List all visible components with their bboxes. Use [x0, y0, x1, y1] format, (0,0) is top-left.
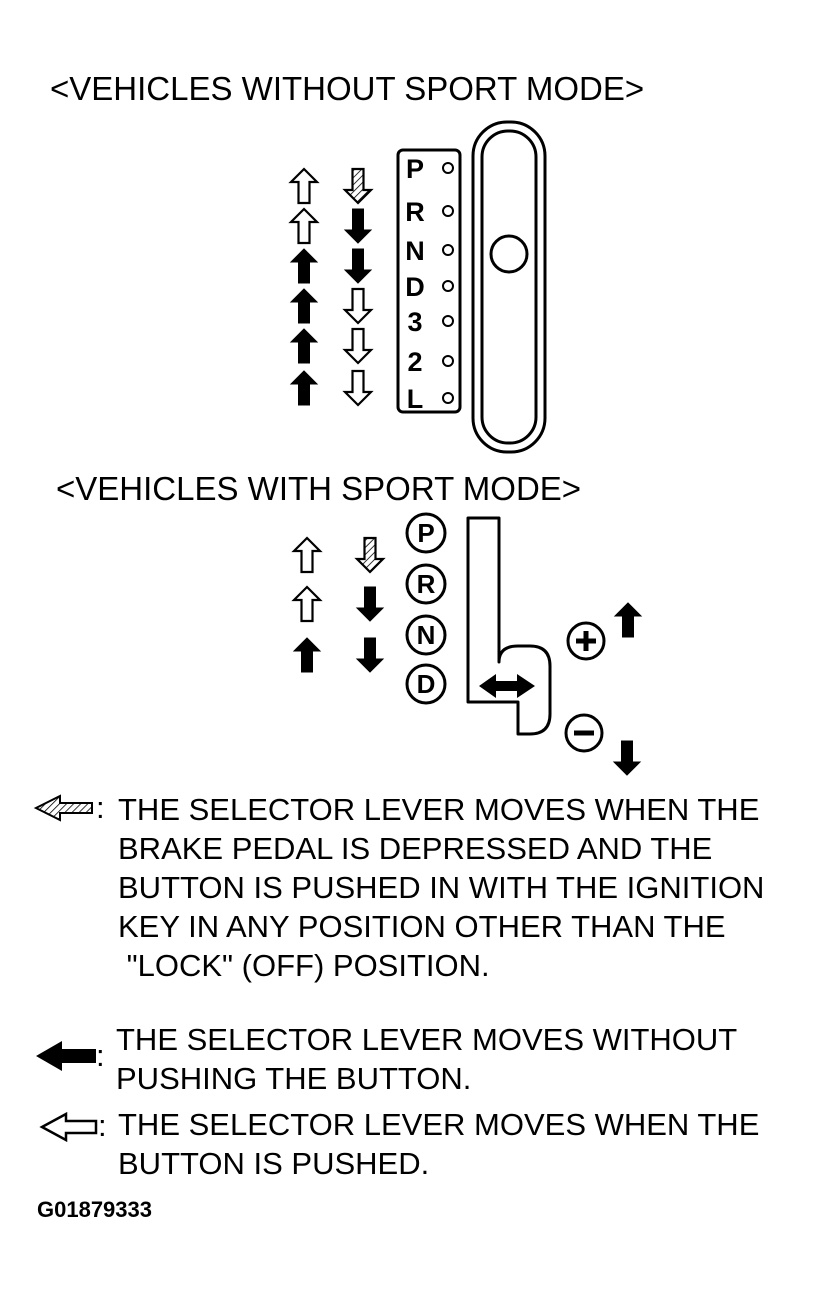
- down-arrow-icon: [342, 327, 374, 365]
- up-arrow-icon: [291, 536, 323, 574]
- heading-without-sport-mode: <VEHICLES WITHOUT SPORT MODE>: [50, 70, 645, 107]
- sport-lateral-arrow: [479, 674, 535, 698]
- legend-hatched-text: THE SELECTOR LEVER MOVES WHEN THE BRAKE …: [118, 790, 764, 985]
- gear-circle: [405, 614, 447, 656]
- gear-label-2: 2: [407, 347, 422, 377]
- down-arrow-icon: [343, 208, 373, 244]
- down-arrow-icon: [342, 167, 374, 205]
- legend-line: PUSHING THE BUTTON.: [116, 1061, 472, 1096]
- gear-dot: [442, 205, 454, 217]
- gear-label-p: P: [406, 154, 424, 184]
- gear-dot: [442, 392, 454, 404]
- gear-label-d: D: [417, 669, 436, 699]
- down-arrow-icon: [355, 637, 385, 673]
- legend-solid-arrow-icon: [36, 1041, 96, 1071]
- figure-code: G01879333: [37, 1197, 152, 1222]
- gear-dot: [442, 315, 454, 327]
- up-arrow-icon: [291, 585, 323, 623]
- legend-line: THE SELECTOR LEVER MOVES WITHOUT: [116, 1022, 738, 1057]
- gear-dot: [442, 280, 454, 292]
- up-arrow-icon: [288, 207, 320, 245]
- up-arrow-icon: [289, 248, 319, 284]
- legend-line: "LOCK" (OFF) POSITION.: [118, 948, 490, 983]
- legend-line: KEY IN ANY POSITION OTHER THAN THE: [118, 909, 726, 944]
- legend-colon: :: [96, 1038, 105, 1073]
- up-arrow-icon: [288, 167, 320, 205]
- gear-label-3: 3: [407, 307, 422, 337]
- legend-colon: :: [96, 790, 105, 825]
- heading-with-sport-mode: <VEHICLES WITH SPORT MODE>: [56, 470, 582, 507]
- down-arrow-icon: [343, 248, 373, 284]
- gear-label-l: L: [407, 384, 424, 414]
- gear-label-r: R: [417, 569, 436, 599]
- gear-label-n: N: [405, 236, 425, 266]
- legend-line: THE SELECTOR LEVER MOVES WHEN THE: [118, 792, 760, 827]
- down-arrow-icon: [342, 369, 374, 407]
- gear-circle: [405, 563, 447, 605]
- down-arrow-icon: [342, 287, 374, 325]
- legend-line: BRAKE PEDAL IS DEPRESSED AND THE: [118, 831, 713, 866]
- down-arrow-icon: [354, 536, 386, 574]
- legend-colon: :: [98, 1108, 107, 1143]
- gear-dot: [442, 244, 454, 256]
- up-arrow-icon: [289, 328, 319, 364]
- plus-icon: [566, 621, 606, 661]
- upshift-arrow-icon: [613, 602, 643, 638]
- legend-outline-arrow-icon: [39, 1111, 98, 1143]
- gear-label-r: R: [405, 197, 425, 227]
- gear-label-n: N: [417, 620, 436, 650]
- gear-label-p: P: [417, 518, 434, 548]
- downshift-arrow-icon: [612, 740, 642, 776]
- gear-label-d: D: [405, 272, 425, 302]
- gear-dot: [442, 355, 454, 367]
- gear-circle: [405, 512, 447, 554]
- legend-outline-text: THE SELECTOR LEVER MOVES WHEN THE BUTTON…: [118, 1105, 759, 1183]
- up-arrow-icon: [289, 288, 319, 324]
- down-arrow-icon: [355, 586, 385, 622]
- gear-dot: [442, 162, 454, 174]
- sport-gate-channel: [466, 516, 552, 736]
- minus-icon: [564, 713, 604, 753]
- legend-line: BUTTON IS PUSHED.: [118, 1146, 430, 1181]
- gear-circle: [405, 663, 447, 705]
- legend-solid-text: THE SELECTOR LEVER MOVES WITHOUT PUSHING…: [116, 1020, 737, 1098]
- up-arrow-icon: [292, 637, 322, 673]
- legend-line: THE SELECTOR LEVER MOVES WHEN THE: [118, 1107, 760, 1142]
- legend-hatched-arrow-icon: [33, 794, 93, 822]
- up-arrow-icon: [289, 370, 319, 406]
- shift-lever-slot: [471, 120, 547, 454]
- legend-line: BUTTON IS PUSHED IN WITH THE IGNITION: [118, 870, 765, 905]
